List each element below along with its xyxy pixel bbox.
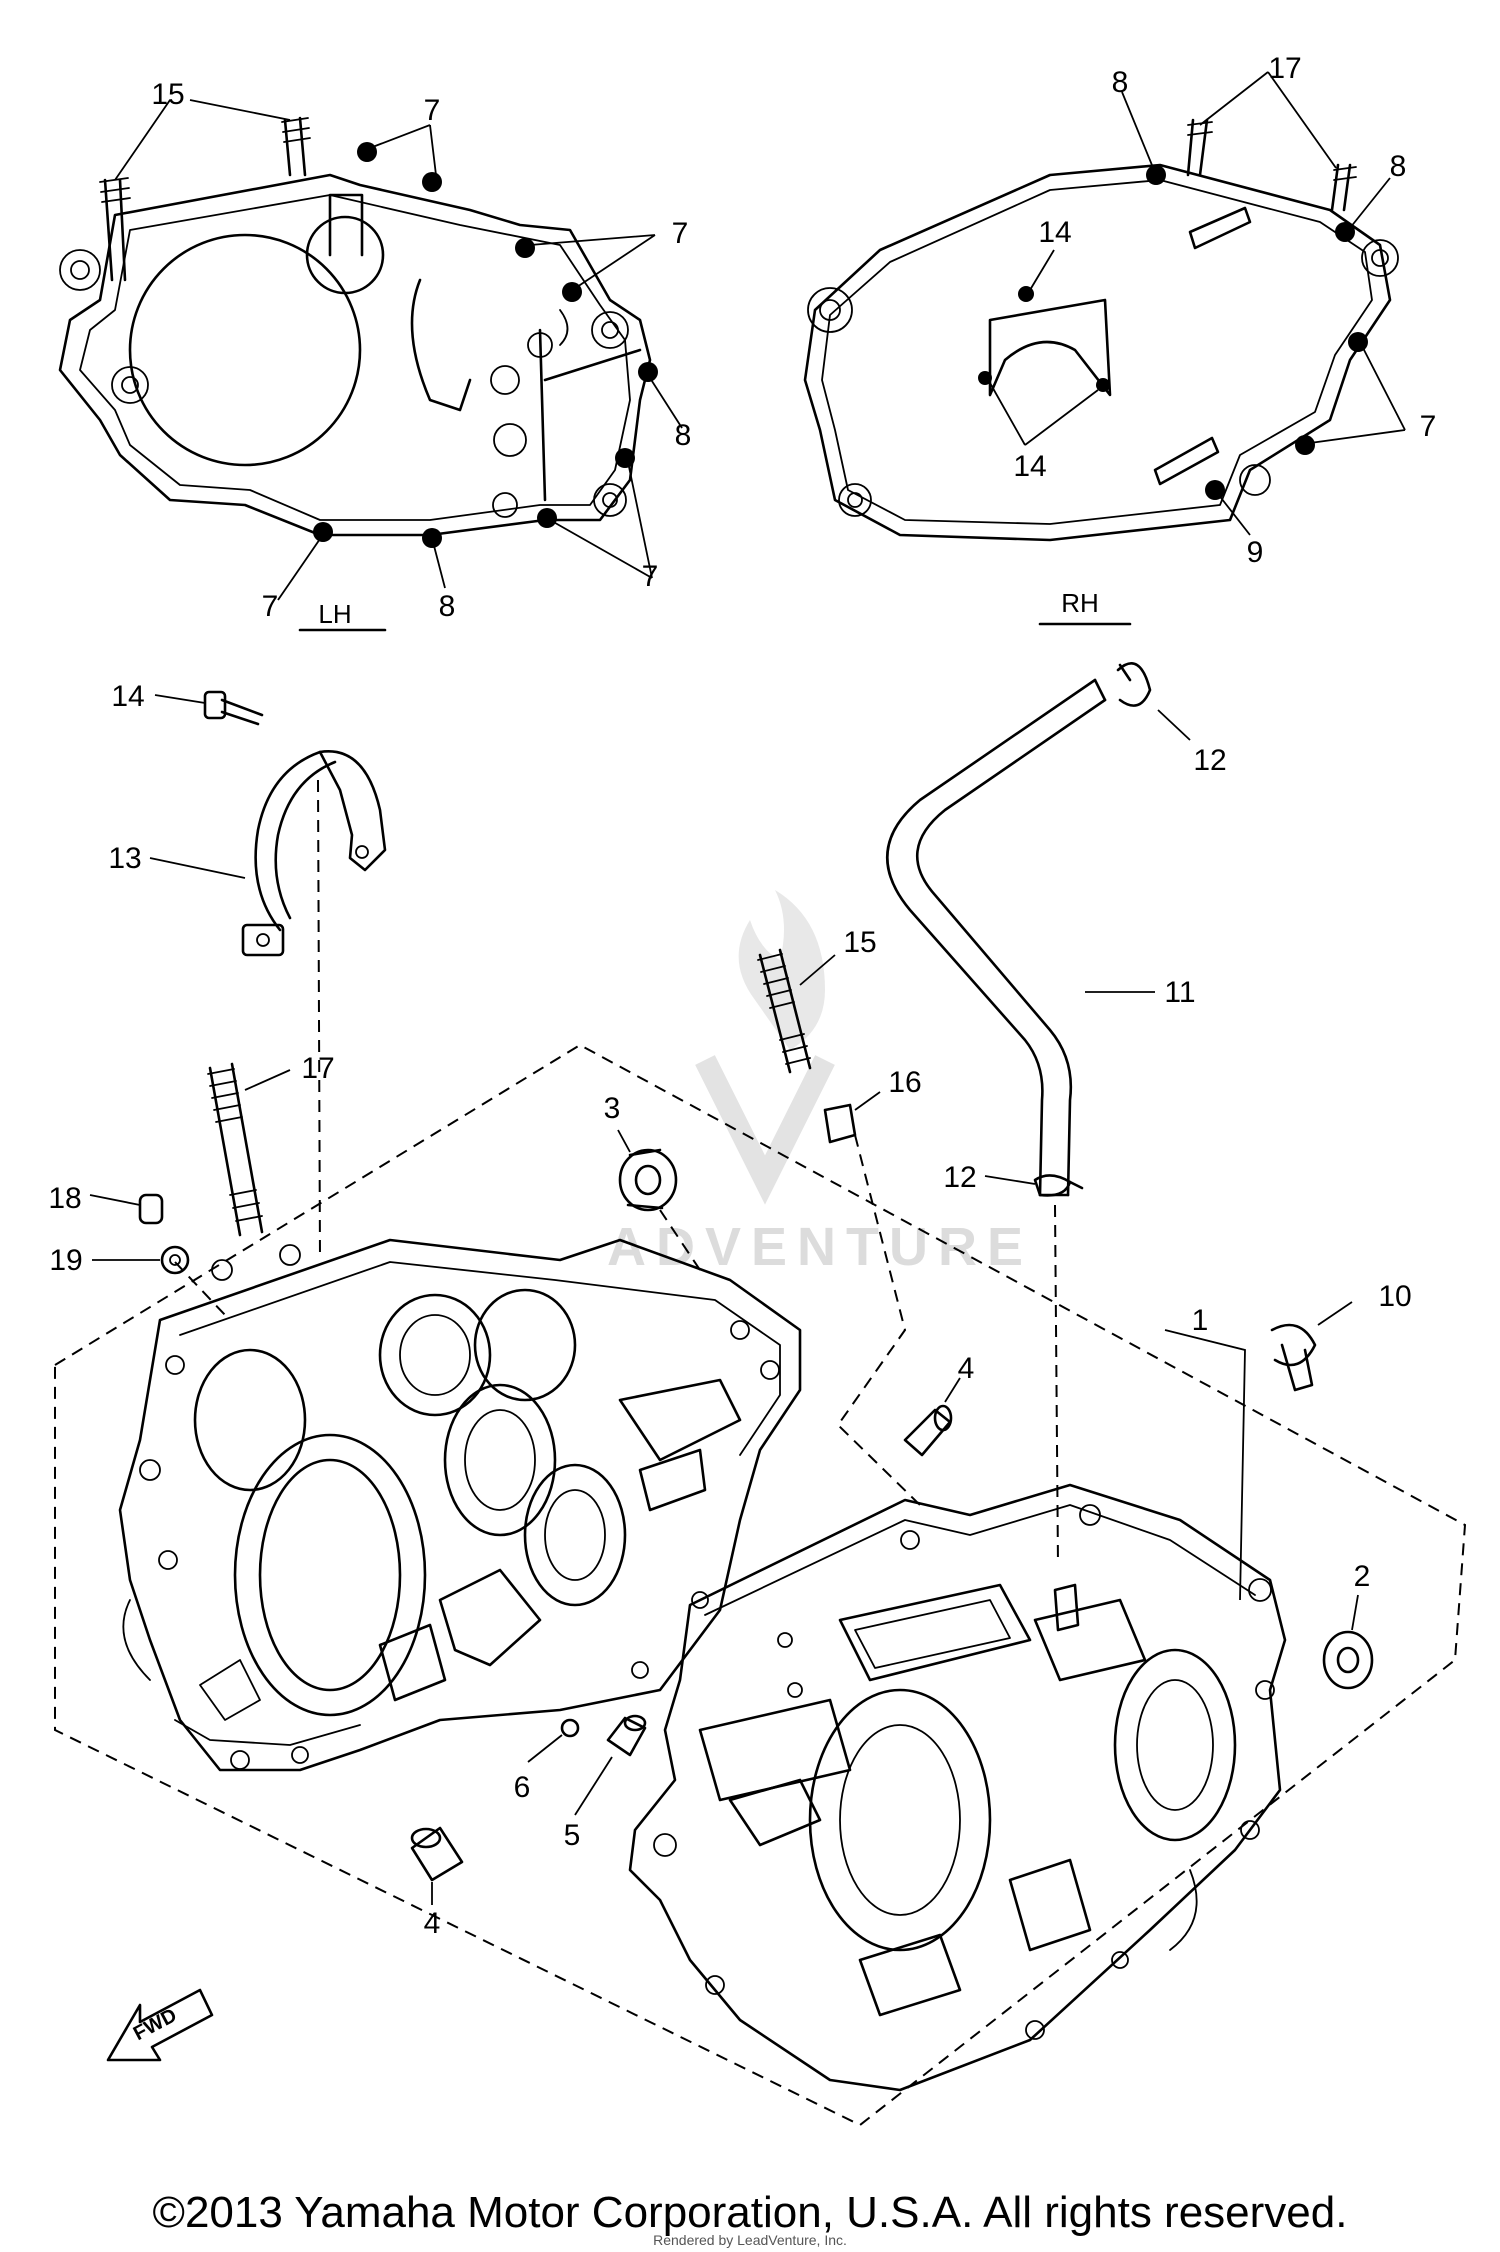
callout-lh-15: 15 xyxy=(151,78,184,111)
callout-rh-8-right: 8 xyxy=(1390,150,1407,183)
watermark-text: ADVENTURE xyxy=(607,1217,1033,1277)
part-pin-18 xyxy=(89,1193,164,1225)
render-credit: Rendered by LeadVenture, Inc. xyxy=(653,2232,847,2248)
callout-rh-14-top: 14 xyxy=(1038,216,1071,249)
callout-12-bottom: 12 xyxy=(943,1161,976,1194)
callout-rh-7: 7 xyxy=(1420,410,1437,443)
callout-lh-7-bottom: 7 xyxy=(642,560,659,593)
part-washer-19 xyxy=(92,1245,190,1275)
callout-16: 16 xyxy=(888,1066,921,1099)
callout-rh-14-bottom: 14 xyxy=(1013,450,1046,483)
part-cap-16 xyxy=(823,1091,881,1144)
v-logo-icon xyxy=(695,1055,835,1205)
part-seal-2 xyxy=(1322,1594,1374,1690)
callout-4-upper: 4 xyxy=(958,1352,975,1385)
watermark: ADVENTURE xyxy=(607,890,1033,1277)
lh-cover-gasket xyxy=(58,99,683,601)
callout-lh-7-right: 7 xyxy=(672,217,689,250)
callout-4-lower: 4 xyxy=(424,1907,441,1940)
part-hose-11 xyxy=(886,678,1155,1197)
side-label-rh: RH xyxy=(1061,588,1099,618)
callout-14: 14 xyxy=(111,680,144,713)
callout-lh-8-right: 8 xyxy=(675,419,692,452)
callout-15: 15 xyxy=(843,926,876,959)
rh-cover-gasket xyxy=(803,71,1406,542)
callout-10: 10 xyxy=(1378,1280,1411,1313)
part-bracket-13 xyxy=(149,750,387,957)
part-clamp-12-top xyxy=(1116,662,1191,741)
part-seal-3 xyxy=(617,1129,678,1212)
part-clamp-12-bottom xyxy=(984,1174,1084,1197)
callout-3: 3 xyxy=(604,1092,621,1125)
callout-13: 13 xyxy=(108,842,141,875)
flame-logo-icon xyxy=(738,890,825,1050)
side-label-lh: LH xyxy=(318,599,351,629)
callout-2: 2 xyxy=(1354,1560,1371,1593)
part-stud-17 xyxy=(207,1062,291,1237)
callout-rh-8-top: 8 xyxy=(1112,66,1129,99)
crankcase-assembly xyxy=(54,779,1467,2127)
callout-lh-8-bottom: 8 xyxy=(439,590,456,623)
callout-17: 17 xyxy=(301,1052,334,1085)
part-stud-15 xyxy=(757,948,836,1074)
callout-12-top: 12 xyxy=(1193,744,1226,777)
callout-rh-17: 17 xyxy=(1268,52,1301,85)
part-screw-14 xyxy=(154,690,264,726)
callout-19: 19 xyxy=(49,1244,82,1277)
callout-5: 5 xyxy=(564,1819,581,1852)
callout-rh-9: 9 xyxy=(1247,536,1264,569)
part-dowel-5 xyxy=(574,1714,647,1816)
callout-lh-7-left: 7 xyxy=(262,590,279,623)
part-oring-6 xyxy=(527,1718,580,1763)
part-clip-10 xyxy=(1270,1301,1353,1392)
fwd-arrow-icon: FWD xyxy=(106,1988,214,2062)
callout-11: 11 xyxy=(1164,976,1195,1009)
part-dowel-4-lower xyxy=(410,1826,464,1905)
callout-lh-7-top: 7 xyxy=(424,94,441,127)
part-dowel-4-upper xyxy=(903,1377,961,1457)
callout-18: 18 xyxy=(48,1182,81,1215)
callout-6: 6 xyxy=(514,1771,531,1804)
copyright-notice: ©2013 Yamaha Motor Corporation, U.S.A. A… xyxy=(152,2188,1348,2237)
callout-1: 1 xyxy=(1192,1304,1209,1337)
